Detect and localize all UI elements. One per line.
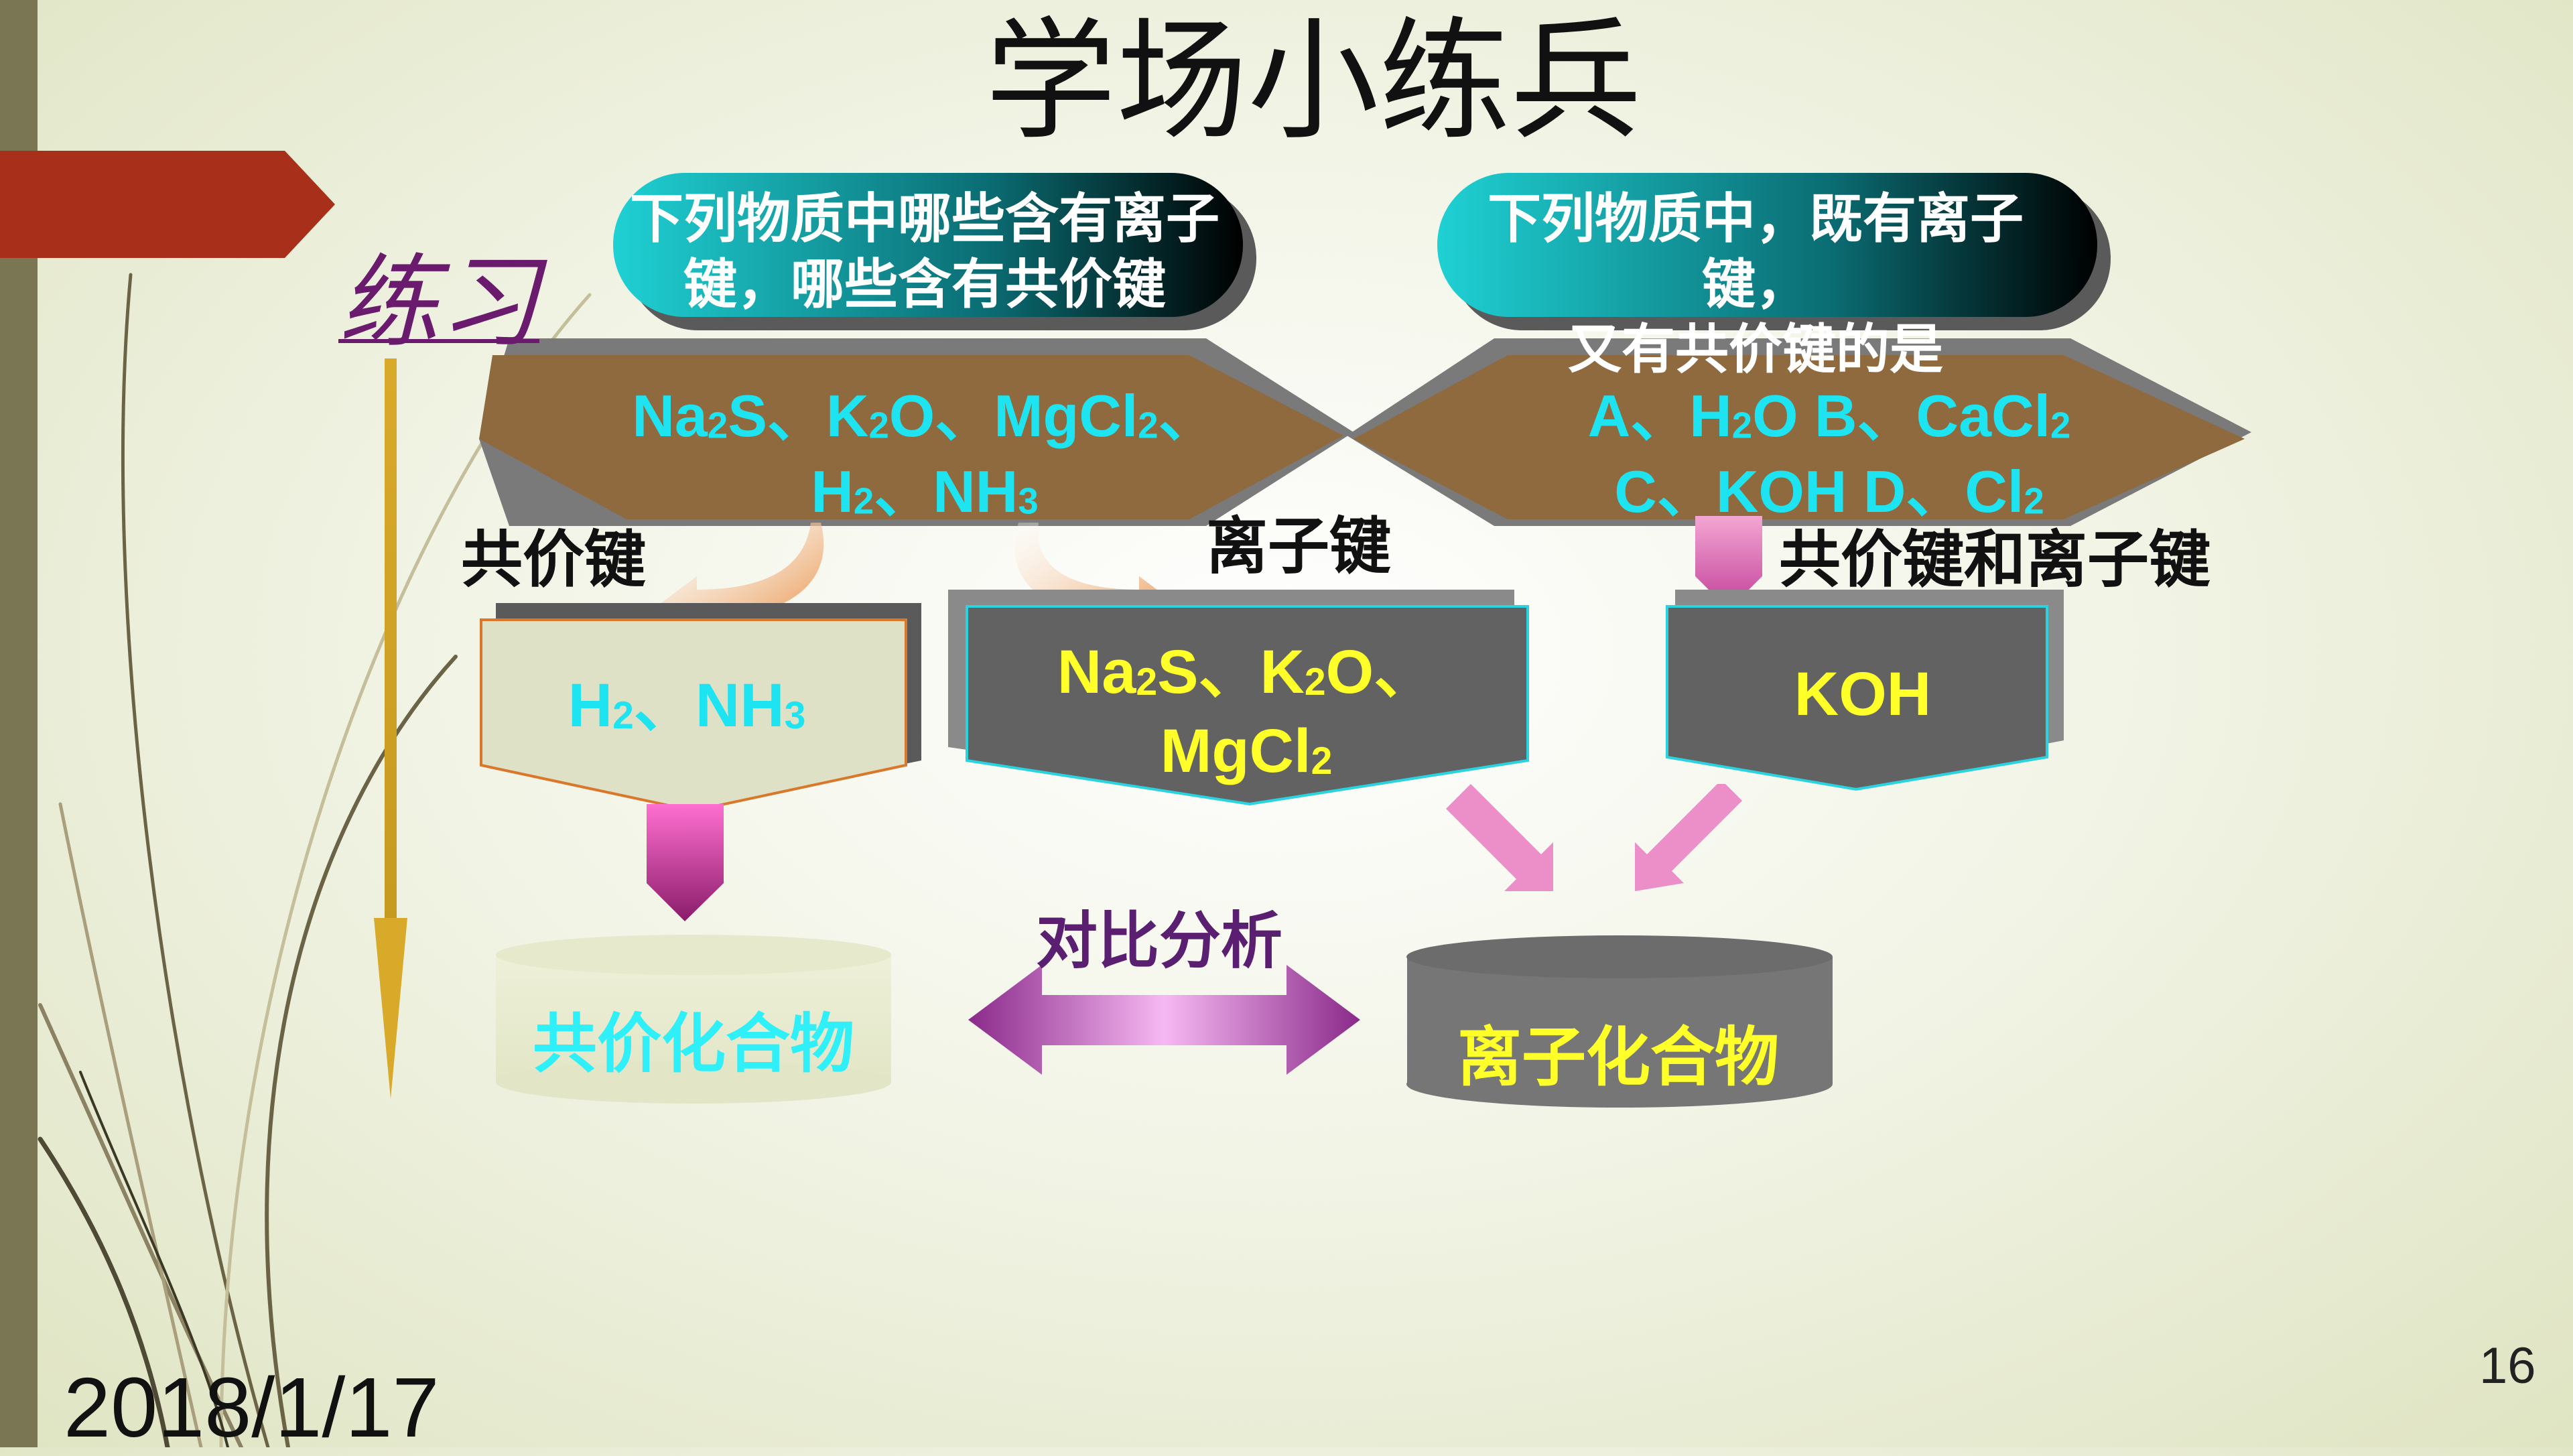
compare-double-arrow: [968, 965, 1360, 1075]
arrow-to-both: [1695, 516, 1762, 610]
ionic-compound-label: 离子化合物: [1457, 1020, 1779, 1095]
result-ionic-text: Na2S、K2O、 MgCl2: [965, 633, 1528, 791]
substances-right: A、H2O B、CaCl2 C、KOH D、Cl2: [1441, 379, 2218, 529]
formula-subscript: 2: [1311, 739, 1333, 783]
formula-subscript: 2: [853, 480, 874, 522]
red-banner-arrow: [0, 151, 335, 258]
question-bubble-2: [1437, 173, 2111, 330]
covalent-compound-cylinder: [496, 935, 891, 1104]
substance-hexagon-left: [479, 338, 1354, 526]
question-2-line-1: 下列物质中，既有离子键，: [1488, 188, 2024, 316]
question-1-text: 下列物质中哪些含有离子 键，哪些含有共价键: [630, 186, 1219, 317]
slide-title: 学场小练兵: [984, 5, 1642, 158]
formula-subscript: 2: [1138, 405, 1159, 446]
label-covalent-bond: 共价键: [461, 524, 647, 596]
formula-subscript: 2: [1304, 660, 1326, 704]
substances-left-line-2: H2、NH3: [811, 458, 1039, 525]
formula-subscript: 2: [1136, 660, 1158, 704]
substance-hexagon-right: [1347, 338, 2251, 526]
result-box-ionic: [948, 590, 1529, 806]
arrow-down-covalent: [647, 804, 724, 921]
formula-subscript: 2: [707, 405, 728, 446]
slide-date: 2018/1/17: [64, 1360, 440, 1455]
question-1-line-1: 下列物质中哪些含有离子: [630, 188, 1219, 250]
formula-subscript: 2: [1731, 405, 1753, 446]
label-both-bonds: 共价键和离子键: [1779, 524, 2211, 596]
covalent-compound-label: 共价化合物: [533, 1006, 854, 1081]
substances-left-line-1: Na2S、K2O、MgCl2、: [632, 383, 1217, 449]
result-box-both: [1666, 590, 2064, 791]
result-covalent-text: H2、NH3: [568, 671, 806, 740]
arrow-diagonal-right: [1635, 784, 1742, 891]
question-1-line-2: 键，哪些含有共价键: [683, 253, 1166, 316]
formula-subscript: 3: [1018, 480, 1039, 522]
substances-right-line-2: C、KOH D、Cl2: [1614, 458, 2044, 525]
timeline-arrow-head: [374, 918, 407, 1099]
formula-subscript: 2: [2050, 405, 2071, 446]
result-ionic-line-1: Na2S、K2O、: [1057, 638, 1436, 706]
timeline-arrow-shaft: [385, 358, 397, 928]
question-bubble-1: [613, 173, 1256, 330]
ionic-compound-cylinder: [1406, 935, 1833, 1108]
result-ionic-line-2: MgCl2: [1160, 716, 1333, 785]
question-2-text: 下列物质中，既有离子键， 又有共价键的是: [1441, 186, 2070, 383]
formula-subscript: 3: [784, 693, 806, 737]
page-number: 16: [2479, 1337, 2536, 1394]
compare-analysis-label: 对比分析: [1035, 905, 1282, 977]
formula-subscript: 2: [612, 693, 634, 737]
substances-left: Na2S、K2O、MgCl2、 H2、NH3: [529, 379, 1320, 529]
label-ionic-bond: 离子键: [1206, 511, 1392, 582]
substances-right-line-1: A、H2O B、CaCl2: [1587, 383, 2071, 449]
formula-subscript: 2: [868, 405, 889, 446]
formula-subscript: 2: [2024, 480, 2044, 522]
result-box-covalent: [480, 603, 921, 813]
result-both-text: KOH: [1794, 660, 1932, 728]
arrow-diagonal-left: [1446, 784, 1553, 891]
question-2-line-2: 又有共价键的是: [1568, 318, 1943, 381]
practice-label: 练习: [338, 245, 540, 361]
